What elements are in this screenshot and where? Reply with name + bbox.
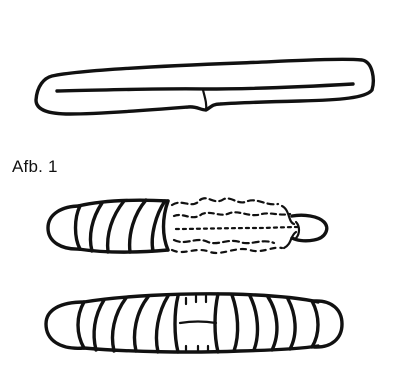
bundle1-right-tip-line — [296, 222, 299, 238]
bundle1-frayed-fibre — [174, 240, 274, 243]
bundle2-bottom-edge — [84, 346, 318, 352]
bundle1-frayed-fibre — [174, 212, 290, 217]
bundle2-left-cap-line — [78, 302, 84, 348]
bundle1-wrap-stroke — [90, 203, 102, 251]
bundle1-frayed-fibre — [172, 198, 278, 205]
split-elongated-loop — [36, 59, 373, 114]
loop-joint-notch — [203, 90, 206, 110]
bundle1-wrap-stroke — [108, 201, 124, 252]
bundle1-wrap-start — [76, 206, 81, 249]
bundle2-wrap-stroke — [94, 300, 104, 350]
bundle2-wrap-stroke — [135, 297, 149, 351]
bundle2-wrap-end — [312, 301, 318, 347]
bundle1-frayed-fibre — [172, 248, 282, 253]
bundle2-wrap-stroke — [113, 298, 127, 351]
bundle2-wrap-stroke — [288, 299, 295, 349]
bundle1-wrap-stroke — [130, 200, 146, 252]
wrapped-bundle-frayed-end — [48, 198, 327, 253]
bundle2-wrap-stroke — [156, 296, 168, 352]
bundle2-wrap-stroke — [250, 296, 257, 350]
bundle2-wrap-stroke — [268, 297, 277, 350]
bundle2-top-edge — [84, 294, 318, 302]
bundle2-band-tick — [186, 296, 208, 352]
bundle1-wrap-end — [164, 201, 169, 250]
loop-split-line — [57, 84, 353, 91]
figure-caption: Afb. 1 — [12, 157, 58, 177]
wrapped-bundle-bound-middle — [46, 294, 342, 352]
bundle2-band-line — [180, 322, 216, 324]
bundle2-wrap-stroke — [232, 295, 238, 351]
bundle2-band-left — [175, 296, 178, 352]
bundle1-frayed-fibre — [176, 227, 300, 229]
